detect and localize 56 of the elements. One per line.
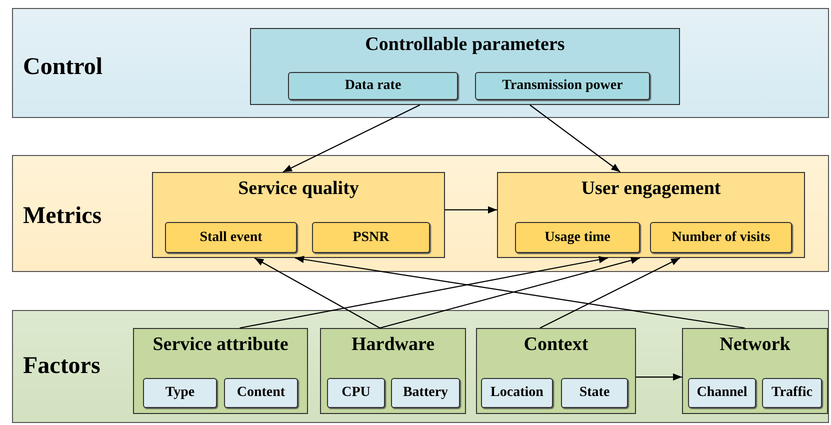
parameter-box bbox=[224, 378, 298, 408]
parameter-box bbox=[515, 222, 640, 253]
parameter-label: Type bbox=[165, 385, 195, 401]
layer-title: Metrics bbox=[23, 203, 102, 230]
parameter-box bbox=[481, 378, 553, 408]
parameter-label: PSNR bbox=[352, 230, 390, 246]
arrow bbox=[530, 104, 621, 172]
group-box bbox=[320, 328, 466, 414]
arrow bbox=[380, 256, 640, 329]
layer-band bbox=[12, 155, 829, 272]
layer-title: Factors bbox=[23, 353, 100, 380]
parameter-label: CPU bbox=[342, 385, 370, 401]
arrow bbox=[254, 258, 380, 328]
parameter-label: Stall event bbox=[200, 230, 262, 246]
arrow bbox=[240, 256, 608, 329]
group-box bbox=[476, 328, 636, 414]
parameter-box bbox=[391, 378, 460, 408]
parameter-label: Transmission power bbox=[502, 78, 623, 94]
parameter-label: Battery bbox=[402, 385, 448, 401]
parameter-box bbox=[143, 378, 217, 408]
group-title: User engagement bbox=[580, 178, 722, 200]
parameter-label: Number of visits bbox=[672, 230, 770, 246]
arrow bbox=[294, 256, 745, 329]
arrow bbox=[636, 373, 682, 381]
parameter-label: Usage time bbox=[544, 230, 610, 246]
group-title: Controllable parameters bbox=[364, 34, 566, 56]
group-box bbox=[497, 172, 805, 258]
parameter-label: Traffic bbox=[772, 385, 812, 401]
group-title: Hardware bbox=[350, 334, 436, 356]
layer-title: Control bbox=[23, 54, 103, 81]
group-title: Network bbox=[718, 334, 792, 356]
parameter-label: Content bbox=[236, 385, 286, 401]
arrow bbox=[282, 104, 420, 172]
layer-band bbox=[12, 8, 829, 118]
parameter-label: State bbox=[579, 385, 610, 401]
parameter-label: Data rate bbox=[344, 78, 402, 94]
parameter-label: Channel bbox=[696, 385, 748, 401]
group-title: Service quality bbox=[237, 178, 360, 200]
parameter-box bbox=[312, 222, 430, 253]
group-title: Service attribute bbox=[152, 334, 290, 356]
parameter-label: Location bbox=[490, 385, 544, 401]
parameter-box bbox=[165, 222, 297, 253]
group-box bbox=[133, 328, 308, 414]
parameter-box bbox=[561, 378, 628, 408]
layer-band bbox=[12, 310, 829, 423]
group-box bbox=[152, 172, 445, 258]
parameter-box bbox=[475, 72, 650, 100]
group-title: Context bbox=[522, 334, 590, 356]
parameter-box bbox=[688, 378, 756, 408]
parameter-box bbox=[288, 72, 458, 100]
parameter-box bbox=[327, 378, 385, 408]
parameter-box bbox=[650, 222, 792, 253]
arrow bbox=[445, 206, 497, 214]
group-box bbox=[250, 28, 680, 105]
parameter-box bbox=[762, 378, 822, 408]
group-box bbox=[682, 328, 828, 414]
